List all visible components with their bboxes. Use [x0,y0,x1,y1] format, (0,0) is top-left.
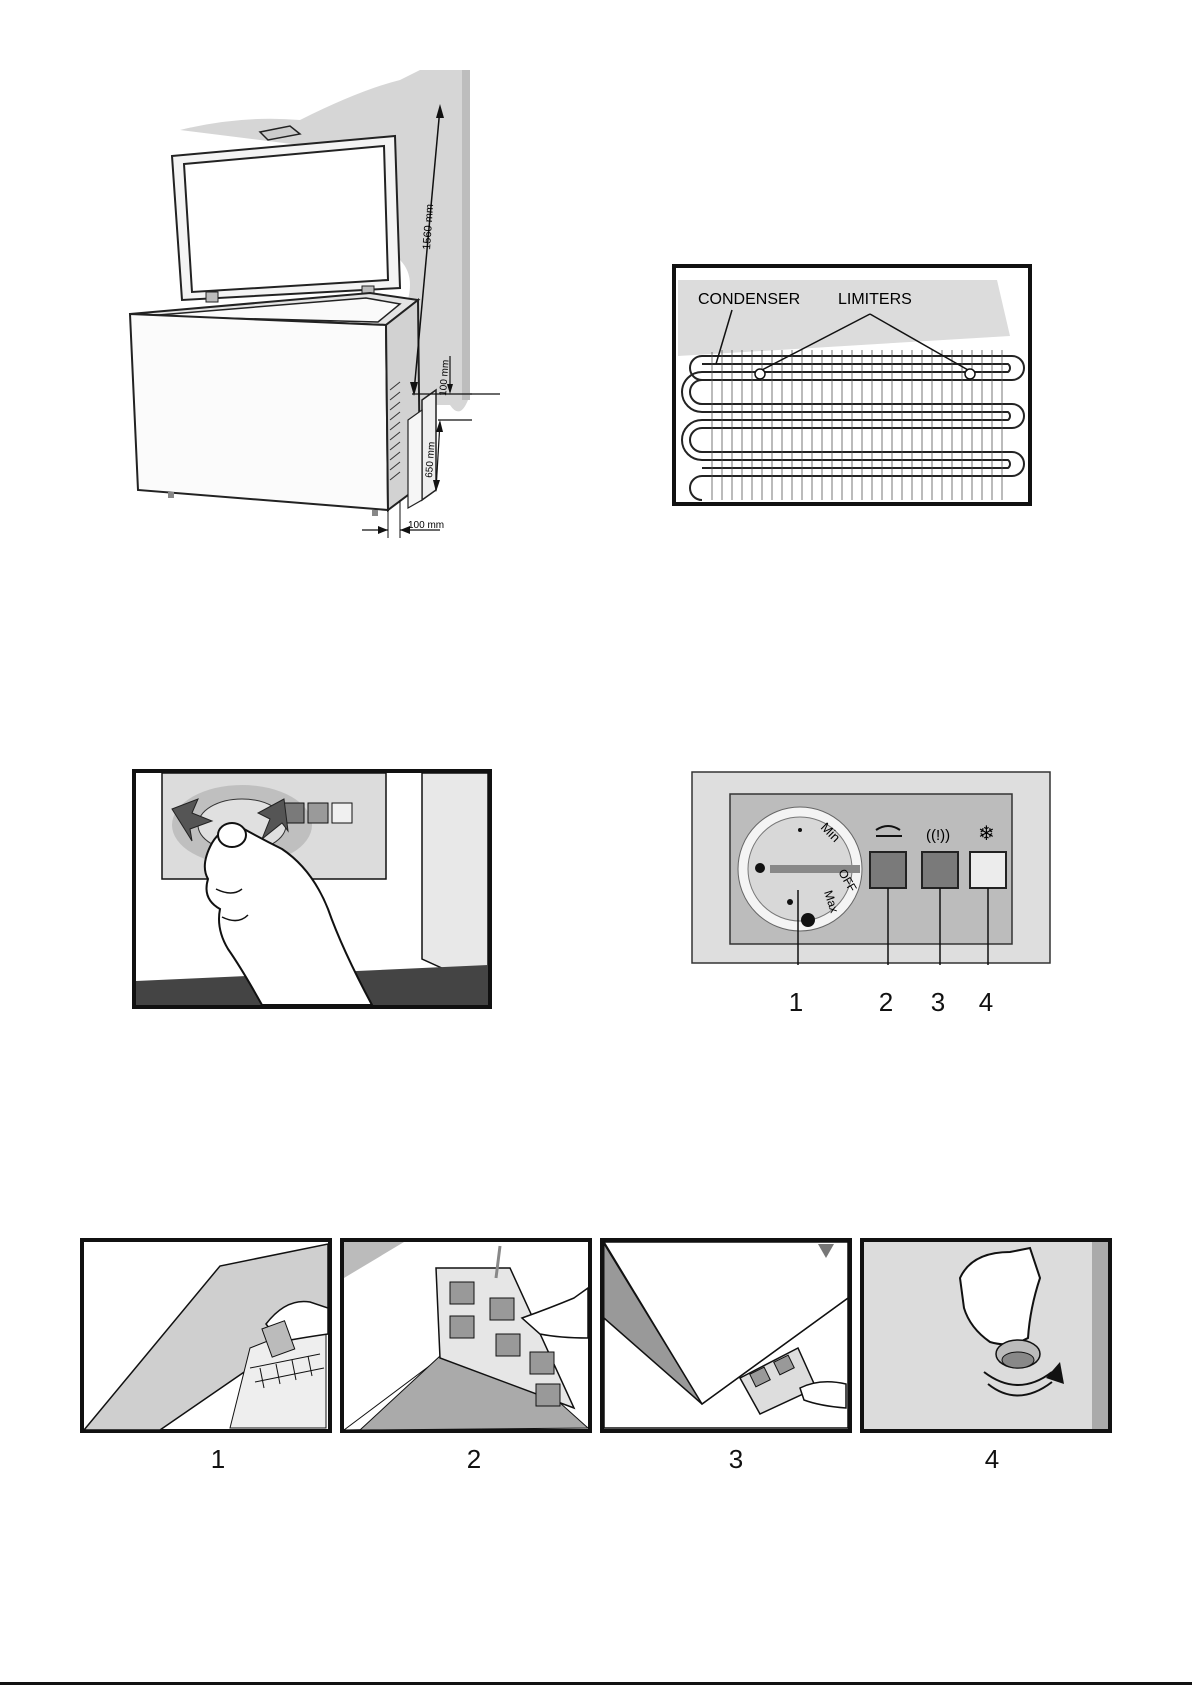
fast-freeze-indicator-light [970,852,1006,888]
condenser-label: CONDENSER [698,291,800,308]
step-label-4: 4 [972,1444,1012,1475]
snowflake-icon: ❄ [978,823,995,845]
rear-clearance-dimension: 100 mm [408,520,444,531]
alarm-icon: ((!)) [926,827,950,844]
condenser-figure: CONDENSER LIMITERS [672,264,1032,506]
step-panel-2 [340,1238,592,1433]
step-panel-1 [80,1238,332,1433]
step-label-1: 1 [198,1444,238,1475]
limiters-label: LIMITERS [838,291,912,308]
alarm-indicator-light [922,852,958,888]
thermostat-adjust-figure [132,769,492,1009]
step-panel-3 [600,1238,852,1433]
step-label-2: 2 [454,1444,494,1475]
control-panel-figure: Min OFF Max ((!)) ❄ [690,770,1052,965]
callout-4: 4 [966,987,1006,1018]
callout-1: 1 [776,987,816,1018]
step-panel-4 [860,1238,1112,1433]
limiter-right [965,369,975,379]
limiter-left [755,369,765,379]
power-indicator-light [870,852,906,888]
callout-2: 2 [866,987,906,1018]
callout-3: 3 [918,987,958,1018]
step-label-3: 3 [716,1444,756,1475]
freezer-installation-figure: 1560 mm 100 mm 650 mm 100 mm [100,60,520,550]
